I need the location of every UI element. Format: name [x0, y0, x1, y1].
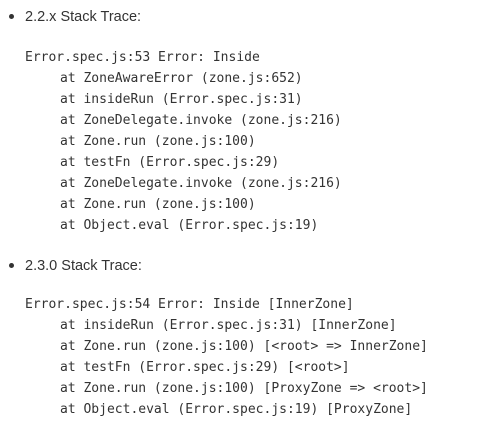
bullet-icon [9, 263, 14, 268]
section-heading: 2.2.x Stack Trace: [25, 9, 142, 25]
list-item-2-3-0: 2.3.0 Stack Trace: [0, 256, 494, 276]
trace-line: at Zone.run (zone.js:100) [<root> => Inn… [60, 339, 428, 354]
trace-line: at insideRun (Error.spec.js:31) [InnerZo… [60, 318, 397, 333]
list-item-2-2-x: 2.2.x Stack Trace: [0, 7, 494, 27]
trace-line: at ZoneAwareError (zone.js:652) [60, 71, 303, 86]
trace-line: Error.spec.js:54 Error: Inside [InnerZon… [25, 297, 354, 312]
trace-line: at ZoneDelegate.invoke (zone.js:216) [60, 176, 342, 191]
trace-line: at ZoneDelegate.invoke (zone.js:216) [60, 113, 342, 128]
stack-trace-2-3-0: Error.spec.js:54 Error: Inside [InnerZon… [25, 294, 428, 420]
stack-trace-2-2-x: Error.spec.js:53 Error: Inside at ZoneAwa… [25, 47, 342, 236]
trace-line: at Zone.run (zone.js:100) [60, 197, 256, 212]
trace-line: at insideRun (Error.spec.js:31) [60, 92, 303, 107]
trace-line: at testFn (Error.spec.js:29) [60, 155, 280, 170]
section-heading: 2.3.0 Stack Trace: [25, 258, 142, 274]
trace-line: at Object.eval (Error.spec.js:19) [60, 218, 319, 233]
trace-line: Error.spec.js:53 Error: Inside [25, 50, 260, 65]
trace-line: at Zone.run (zone.js:100) [ProxyZone => … [60, 381, 428, 396]
trace-line: at Zone.run (zone.js:100) [60, 134, 256, 149]
bullet-icon [9, 14, 14, 19]
trace-line: at testFn (Error.spec.js:29) [<root>] [60, 360, 350, 375]
trace-line: at Object.eval (Error.spec.js:19) [Proxy… [60, 402, 413, 417]
